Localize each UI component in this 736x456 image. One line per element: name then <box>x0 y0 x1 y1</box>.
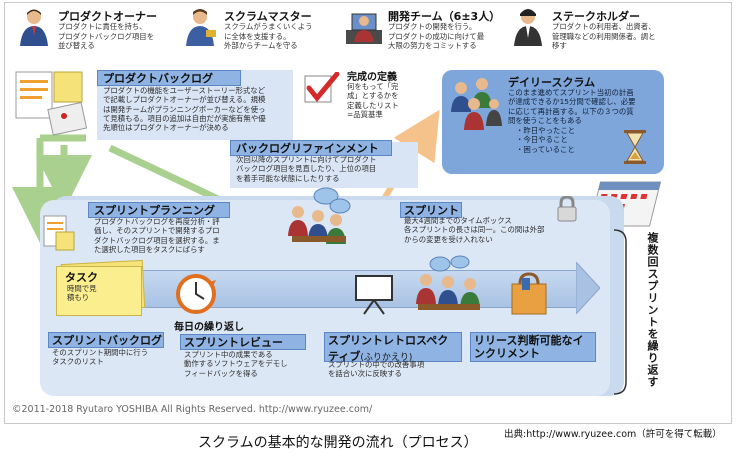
definition-of-done: 完成の定義 何をもって「完成」とするかを 定義したリスト=品質基準 <box>303 66 431 124</box>
checkmark-icon <box>304 72 340 103</box>
sprint-header <box>400 202 462 218</box>
retrospective-title-line2: ティブ(ふりかえり) <box>328 350 413 363</box>
multi-sprint-bracket <box>613 229 627 395</box>
flow-arrowhead <box>576 262 600 314</box>
planning-description: プロダクトバックログを再度分析・評価し、そのスプリントで開発するプロ ダクトバッ… <box>94 217 220 254</box>
whiteboard-icon <box>355 275 393 315</box>
sprint-review-card: スプリントレビュー スプリント中の成果である動作するソフトウェアをデモし フィー… <box>180 334 314 378</box>
daily-cycle-clock-icon <box>176 274 216 314</box>
backlog-documents-icon <box>15 71 88 136</box>
product-backlog-header <box>97 70 241 86</box>
daily-scrum-panel: デイリースクラム このまま進めてスプリント当初の計画が達成できるか15分間で確認… <box>442 70 664 174</box>
product-backlog-title: プロダクトバックログ <box>103 72 213 85</box>
sprint-review-description: スプリント中の成果である動作するソフトウェアをデモし フィードバックを得る <box>184 350 288 378</box>
retrospective-header <box>324 332 462 362</box>
role-description: プロダクトの利用者、出資者、管理職などの利用関係者。調と移す <box>552 22 656 50</box>
role-description: プロダクトに責任を持ち、プロダクトバックログ項目を並び替える <box>58 22 155 50</box>
product-backlog-description: プロダクトの機能をユーザーストーリー形式などで記載しプロダクトオーナーが並び替え… <box>103 86 266 133</box>
dod-description: 何をもって「完成」とするかを 定義したリスト=品質基準 <box>347 82 399 119</box>
sprint-backlog-title: スプリントバックログ <box>52 334 162 347</box>
increment-title: リリース判断可能なイ <box>474 334 584 347</box>
role-description: プロダクトの開発を行う。プロダクトの成功に向けて最大限の努力をコミットする <box>388 22 485 50</box>
sprint-backlog-card: スプリントバックログ そのスプリント期間中に行うタスクのリスト <box>48 332 166 372</box>
increment-card: リリース判断可能なイ ンクリメント <box>470 332 598 364</box>
planning-title: スプリントプランニング <box>94 204 215 217</box>
daily-scrum-questions: ・昨日やったこと・今日やること ・困っていること <box>516 126 576 154</box>
stakeholder-icon <box>514 9 542 46</box>
refinement-description: 次回以降のスプリントに向けてプロダクトバックログ項目を見直したり、上位の項目を着… <box>236 155 377 183</box>
figure-caption: スクラムの基本的な開発の流れ（プロセス） <box>198 435 478 451</box>
planning-header <box>88 202 230 218</box>
sprint-backlog-description: そのスプリント期間中に行うタスクのリスト <box>52 348 149 367</box>
hourglass-icon <box>624 130 646 164</box>
scrum-master-icon <box>186 9 216 46</box>
increment-bag-icon <box>511 272 547 315</box>
sprint-backlog-header <box>48 332 164 348</box>
refinement-header <box>230 140 392 156</box>
increment-header <box>470 332 596 362</box>
sprint-timebox-card: スプリント 最大4週間までのタイムボックス各スプリントの長さは同一。この間は外部… <box>362 200 584 244</box>
daily-scrum-title: デイリースクラム <box>508 76 596 89</box>
role-title: スクラムマスター <box>224 10 312 23</box>
backlog-refinement-card: バックログリファインメント 次回以降のスプリントに向けてプロダクトバックログ項目… <box>230 140 418 188</box>
role-dev-team: 開発チーム（6±3人） プロダクトの開発を行う。プロダクトの成功に向けて最大限の… <box>344 6 509 52</box>
retrospective-card: スプリントレトロスペク ティブ(ふりかえり) スプリントの中での改善事項を話合い… <box>324 332 464 382</box>
planning-meeting-icon <box>288 187 351 244</box>
sprint-title: スプリント <box>404 204 459 217</box>
copyright-text: ©2011-2018 Ryutaro YOSHIBA All Rights Re… <box>12 404 373 415</box>
product-backlog-card: プロダクトバックログ プロダクトの機能をユーザーストーリー形式などで記載しプロダ… <box>97 70 293 140</box>
product-owner-icon <box>20 9 48 46</box>
dod-title: 完成の定義 <box>347 72 397 83</box>
daily-scrum-people-icon <box>451 78 502 130</box>
daily-scrum-description: このまま進めてスプリント当初の計画が達成できるか15分間で確認し、必要 に応じて… <box>508 88 636 125</box>
sprint-planning-card: スプリントプランニング プロダクトバックログを再度分析・評価し、そのスプリントで… <box>88 200 278 260</box>
dev-team-icon <box>346 13 382 44</box>
sprint-review-title: スプリントレビュー <box>184 336 283 349</box>
retrospective-meeting-icon <box>416 255 480 310</box>
role-title: ステークホルダー <box>552 10 640 23</box>
planning-documents-icon <box>43 215 75 251</box>
task-title: タスク <box>65 271 98 284</box>
role-product-owner: プロダクトオーナー プロダクトに責任を持ち、プロダクトバックログ項目を並び替える <box>14 6 174 52</box>
role-title: プロダクトオーナー <box>58 10 157 23</box>
role-title: 開発チーム（6±3人） <box>388 10 501 23</box>
increment-title-line2: ンクリメント <box>474 347 540 360</box>
role-scrum-master: スクラムマスター スクラムがうまくいくように全体を支援する。外部からチームを守る <box>180 6 340 52</box>
task-sticky: タスク 時間で見積もり <box>56 266 142 316</box>
role-description: スクラムがうまくいくように全体を支援する。外部からチームを守る <box>224 22 313 50</box>
role-stakeholder: ステークホルダー プロダクトの利用者、出資者、管理職などの利用関係者。調と移す <box>508 6 698 52</box>
sprint-review-header <box>180 334 306 350</box>
refinement-title: バックログリファインメント <box>236 142 379 155</box>
retrospective-description: スプリントの中での改善事項を話合い次に反映する <box>328 360 425 379</box>
source-credit: 出典:http://www.ryuzee.com（許可を得て転載） <box>504 429 722 440</box>
multi-sprint-label: 複数回スプリントを繰り返す <box>646 232 659 388</box>
lock-icon <box>557 196 577 222</box>
sprint-description: 最大4週間までのタイムボックス各スプリントの長さは同一。この間は外部からの変更を… <box>404 216 545 244</box>
task-description: 時間で見積もり <box>67 284 97 303</box>
retrospective-title: スプリントレトロスペク <box>328 334 449 347</box>
daily-repeat-label: 毎日の繰り返し <box>174 322 244 333</box>
